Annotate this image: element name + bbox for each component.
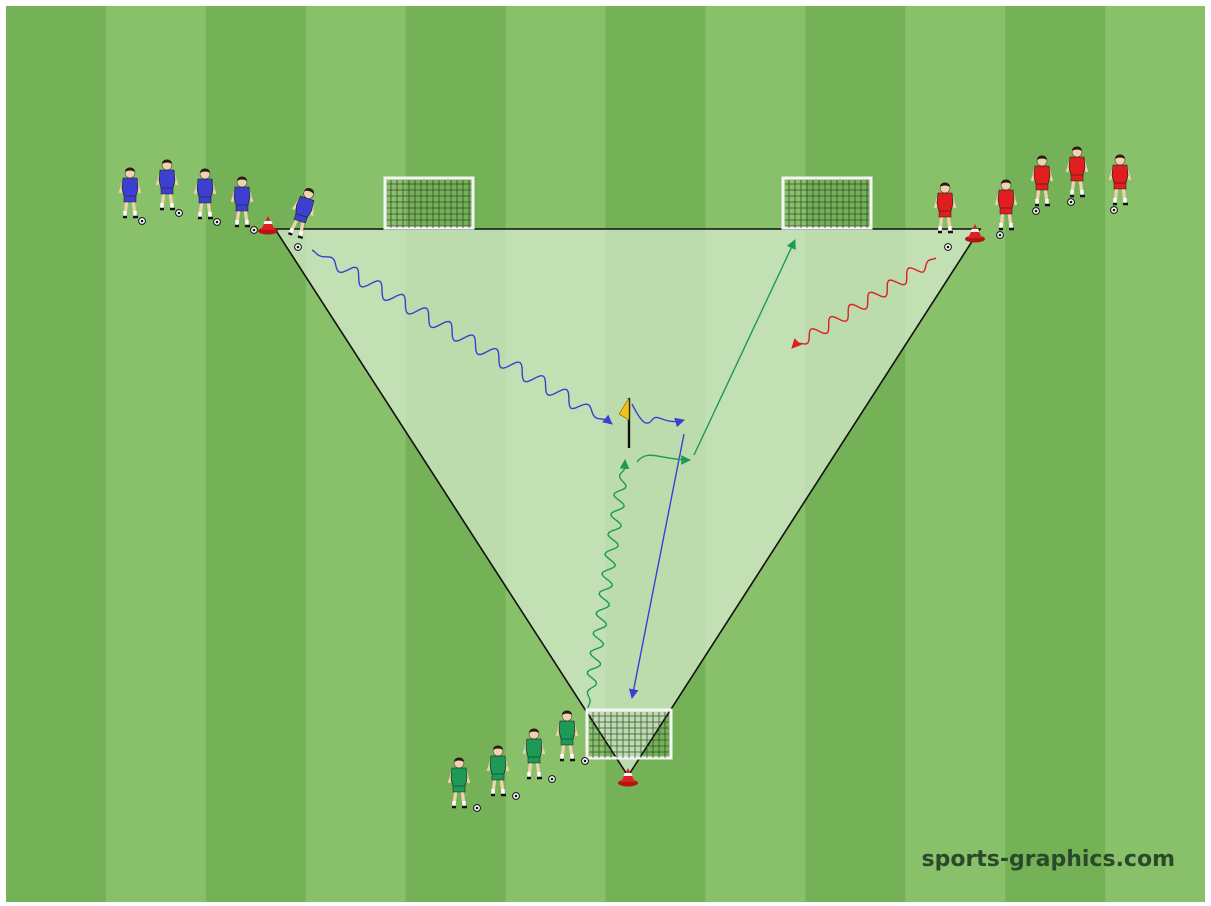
watermark-text: sports-graphics.com: [921, 847, 1175, 872]
